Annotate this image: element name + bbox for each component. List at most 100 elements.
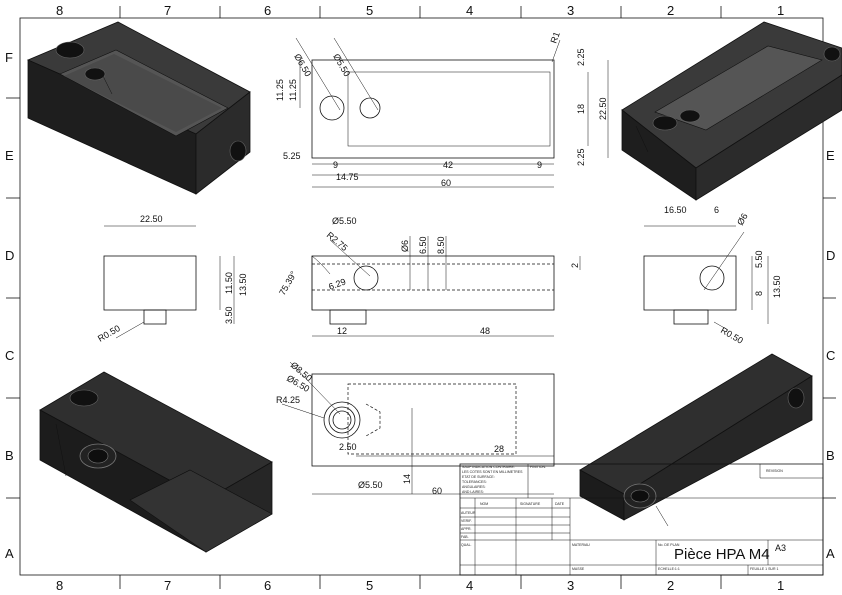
dim-label: 3.50 [224, 306, 234, 324]
dim-label: 9 [333, 160, 338, 170]
dim-label: 13.50 [772, 275, 782, 298]
sheet-format: A3 [775, 543, 786, 553]
tb-masse: MASSE [572, 567, 585, 571]
zone-row-label: D [826, 248, 835, 263]
dim-label: 2.25 [576, 148, 586, 166]
dim-label: 14.75 [336, 172, 359, 182]
zone-labels-bottom: 8 7 6 5 4 3 2 1 [56, 578, 784, 593]
tb-role: FAB. [461, 535, 469, 539]
dim-label: 5.25 [283, 151, 301, 161]
iso-view-bottom-right [579, 353, 813, 527]
zone-col-label: 1 [777, 578, 784, 593]
dim-label: Ø5.50 [358, 480, 383, 490]
tb-no-de-plan: No. DE PLAN [658, 543, 680, 547]
zone-col-label: 1 [777, 3, 784, 18]
dim-label: Ø6 [400, 240, 410, 252]
dim-label: 9 [537, 160, 542, 170]
dim-label: R1 [548, 30, 561, 44]
tb-note: AND LAIRES: [462, 490, 484, 494]
zone-col-label: 4 [466, 578, 473, 593]
dim-label: 60 [441, 178, 451, 188]
dim-label: 11.25 [275, 79, 285, 101]
zone-col-label: 2 [667, 3, 674, 18]
zone-col-label: 8 [56, 3, 63, 18]
tb-note: LES COTES SONT EN MILLIMETRES [462, 470, 523, 474]
zone-labels-left: F E D C B A [5, 50, 14, 561]
tb-revision: REVISION [766, 469, 783, 473]
zone-col-label: 4 [466, 3, 473, 18]
iso-view-top-right [621, 21, 842, 201]
dim-label: 5.50 [754, 250, 764, 268]
tb-header: DATE [555, 502, 565, 506]
dim-label: 12 [337, 326, 347, 336]
zone-col-label: 6 [264, 3, 271, 18]
dim-label: 8 [754, 291, 764, 296]
dim-label: 13.50 [238, 273, 248, 296]
zone-row-label: E [826, 148, 835, 163]
drawing-title: Pièce HPA M4 [674, 546, 770, 563]
dim-label: 22.50 [598, 97, 608, 120]
dim-label: 2.25 [576, 48, 586, 66]
tb-note: SAUF INDICATION CONTRAIRE: [462, 465, 515, 469]
dim-label: 28 [494, 444, 504, 454]
dim-label: R4.25 [276, 395, 300, 405]
dim-label: Ø5.50 [332, 216, 357, 226]
dim-label: 22.50 [140, 214, 163, 224]
dim-label: 18 [576, 104, 586, 114]
zone-col-label: 3 [567, 3, 574, 18]
tb-note: TOLERANCES: [462, 480, 487, 484]
tb-finition: FINITION: [530, 465, 546, 469]
dim-label: 42 [443, 160, 453, 170]
dim-label: 6 [714, 205, 719, 215]
zone-row-label: C [5, 348, 14, 363]
top-view: Ø6.50 Ø5.50 R1 11.25 11.25 2.25 18 22.50… [275, 30, 609, 188]
tb-note: ANGULAIRES: [462, 485, 486, 489]
zone-row-label: F [5, 50, 13, 65]
zone-col-label: 7 [164, 578, 171, 593]
tb-role: AUTEUR [461, 511, 476, 515]
zone-col-label: 8 [56, 578, 63, 593]
zone-col-label: 6 [264, 578, 271, 593]
dim-label: 48 [480, 326, 490, 336]
dim-label: 11.25 [288, 79, 298, 101]
tb-role: APPR. [461, 527, 472, 531]
dim-label: 14 [402, 474, 412, 484]
zone-col-label: 5 [366, 578, 373, 593]
zone-col-label: 5 [366, 3, 373, 18]
tb-note: ETAT DE SURFACE: [462, 475, 495, 479]
zone-row-label: A [826, 546, 835, 561]
dim-label: 2 [570, 263, 580, 268]
zone-col-label: 2 [667, 578, 674, 593]
zone-labels-top: 8 7 6 5 4 3 2 1 [56, 3, 784, 18]
bottom-view: Ø8.50 Ø6.50 R4.25 2.50 28 14 Ø5.50 60 [276, 360, 555, 496]
dim-label: 6.50 [418, 236, 428, 254]
tb-echelle: ECHELLE:1:1 [658, 567, 680, 571]
right-view: 16.50 6 Ø6 5.50 8 13.50 R0.50 [643, 205, 782, 346]
tb-header: NOM [480, 502, 488, 506]
iso-view-top-left [26, 21, 251, 195]
tb-role: QUAL. [461, 543, 472, 547]
tb-role: VERIF. [461, 519, 472, 523]
dim-label: 8.50 [436, 236, 446, 254]
outer-frame [19, 17, 824, 576]
dim-label: 16.50 [664, 205, 687, 215]
left-view: 22.50 11.50 13.50 3.50 R0.50 [96, 214, 248, 344]
iso-view-bottom-left [39, 371, 273, 553]
zone-row-label: B [5, 448, 14, 463]
tb-feuille: FEUILLE 1 SUR 1 [750, 567, 778, 571]
dim-label: 60 [432, 486, 442, 496]
zone-col-label: 3 [567, 578, 574, 593]
zone-col-label: 7 [164, 3, 171, 18]
zone-row-label: B [826, 448, 835, 463]
zone-row-label: A [5, 546, 14, 561]
title-block: SAUF INDICATION CONTRAIRE: LES COTES SON… [459, 463, 824, 576]
zone-ticks [6, 6, 836, 589]
dim-label: 11.50 [224, 272, 234, 294]
tb-materiau: MATERIAU [572, 543, 590, 547]
tb-header: SIGNATURE [520, 502, 541, 506]
zone-row-label: C [826, 348, 835, 363]
zone-row-label: D [5, 248, 14, 263]
zone-row-label: E [5, 148, 14, 163]
dim-label: 2.50 [339, 442, 357, 452]
